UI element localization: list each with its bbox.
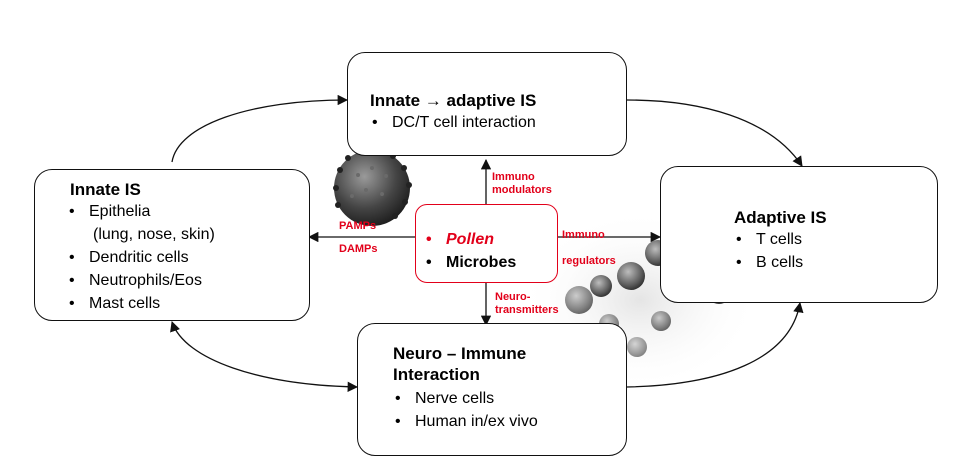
- list-item: T cells: [734, 228, 937, 251]
- immunoregulators-label: Immuno regulators: [562, 222, 616, 274]
- neuro-immune-title-line2: Interaction: [393, 365, 480, 384]
- list-item: Mast cells: [67, 292, 309, 315]
- neuro-immune-list: Nerve cells Human in/ex vivo: [393, 387, 626, 433]
- innate-adaptive-list: DC/T cell interaction: [370, 111, 626, 134]
- innate-box: Innate IS Epithelia (lung, nose, skin) D…: [34, 169, 310, 321]
- right-arrow-icon: →: [424, 91, 442, 110]
- microbes-item: Microbes: [424, 251, 557, 274]
- innate-title: Innate IS: [70, 180, 141, 199]
- damps-label: DAMPs: [339, 243, 378, 256]
- innate-adaptive-title-part1: Innate: [370, 91, 421, 110]
- list-item: Neutrophils/Eos: [67, 269, 309, 292]
- innate-adaptive-box: Innate → adaptive IS DC/T cell interacti…: [347, 52, 627, 156]
- adaptive-list: T cells B cells: [734, 228, 937, 274]
- damps-text: DAMPs: [339, 243, 378, 255]
- innate-list: Epithelia (lung, nose, skin) Dendritic c…: [67, 200, 309, 315]
- arrow-innate-neuro: [170, 321, 359, 393]
- pamps-text: PAMPs: [339, 220, 377, 232]
- list-item: DC/T cell interaction: [370, 111, 626, 134]
- adaptive-box: Adaptive IS T cells B cells: [660, 166, 938, 303]
- immunoregulators-text-1: Immuno: [562, 229, 605, 241]
- arrow-innate-to-innate-adaptive: [171, 94, 349, 163]
- list-item: Nerve cells: [393, 387, 626, 410]
- neuro-immune-box: Neuro – Immune Interaction Nerve cells H…: [357, 323, 627, 456]
- list-item: Epithelia: [67, 200, 309, 223]
- pollen-microbes-list: Pollen Microbes: [424, 228, 557, 274]
- immunomodulators-text-1: Immuno: [492, 171, 535, 183]
- pollen-microbes-box: Pollen Microbes: [415, 204, 558, 283]
- immunomodulators-text-2: modulators: [492, 184, 552, 196]
- list-item: Human in/ex vivo: [393, 410, 626, 433]
- list-item-continuation: (lung, nose, skin): [93, 226, 215, 243]
- pamps-label: PAMPs: [339, 220, 376, 233]
- neurotransmitters-label: Neuro- transmitters: [495, 291, 559, 317]
- neuro-immune-title: Neuro – Immune Interaction: [393, 343, 626, 385]
- neurotransmitters-text-1: Neuro-: [495, 291, 531, 303]
- innate-adaptive-title: Innate → adaptive IS: [370, 90, 626, 111]
- immunoregulators-text-2: regulators: [562, 255, 616, 267]
- pollen-grain-image: [333, 147, 412, 226]
- list-item: Dendritic cells: [67, 246, 309, 269]
- neuro-immune-title-line1: Neuro – Immune: [393, 344, 527, 363]
- adaptive-title: Adaptive IS: [734, 208, 827, 227]
- arrow-neuro-to-adaptive: [626, 301, 804, 388]
- innate-adaptive-title-part2: adaptive IS: [446, 91, 537, 110]
- neurotransmitters-text-2: transmitters: [495, 304, 559, 316]
- arrow-innate-adaptive-to-adaptive: [626, 99, 803, 167]
- list-item: B cells: [734, 251, 937, 274]
- immunomodulators-label: Immuno modulators: [492, 171, 552, 197]
- pollen-item: Pollen: [424, 228, 557, 251]
